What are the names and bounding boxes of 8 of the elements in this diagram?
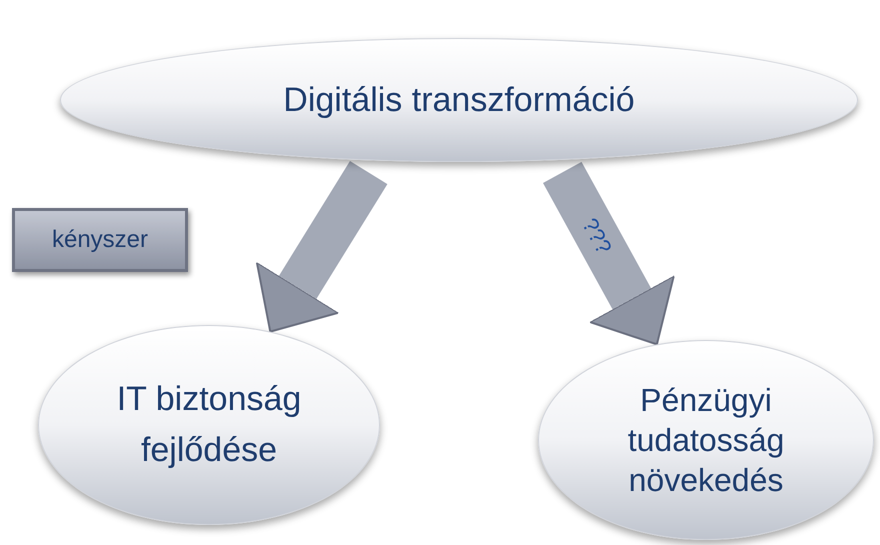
label-box xyxy=(12,208,188,272)
block-arrow xyxy=(543,162,675,346)
node-text: kényszer xyxy=(52,225,148,255)
node-text: Pénzügyi tudatosság növekedés xyxy=(626,381,786,500)
node-text: Digitális transzformáció xyxy=(283,80,635,120)
edge-label: ??? xyxy=(576,212,618,260)
block-arrow xyxy=(256,161,388,333)
node-text: IT biztonság fejlődése xyxy=(116,379,302,471)
